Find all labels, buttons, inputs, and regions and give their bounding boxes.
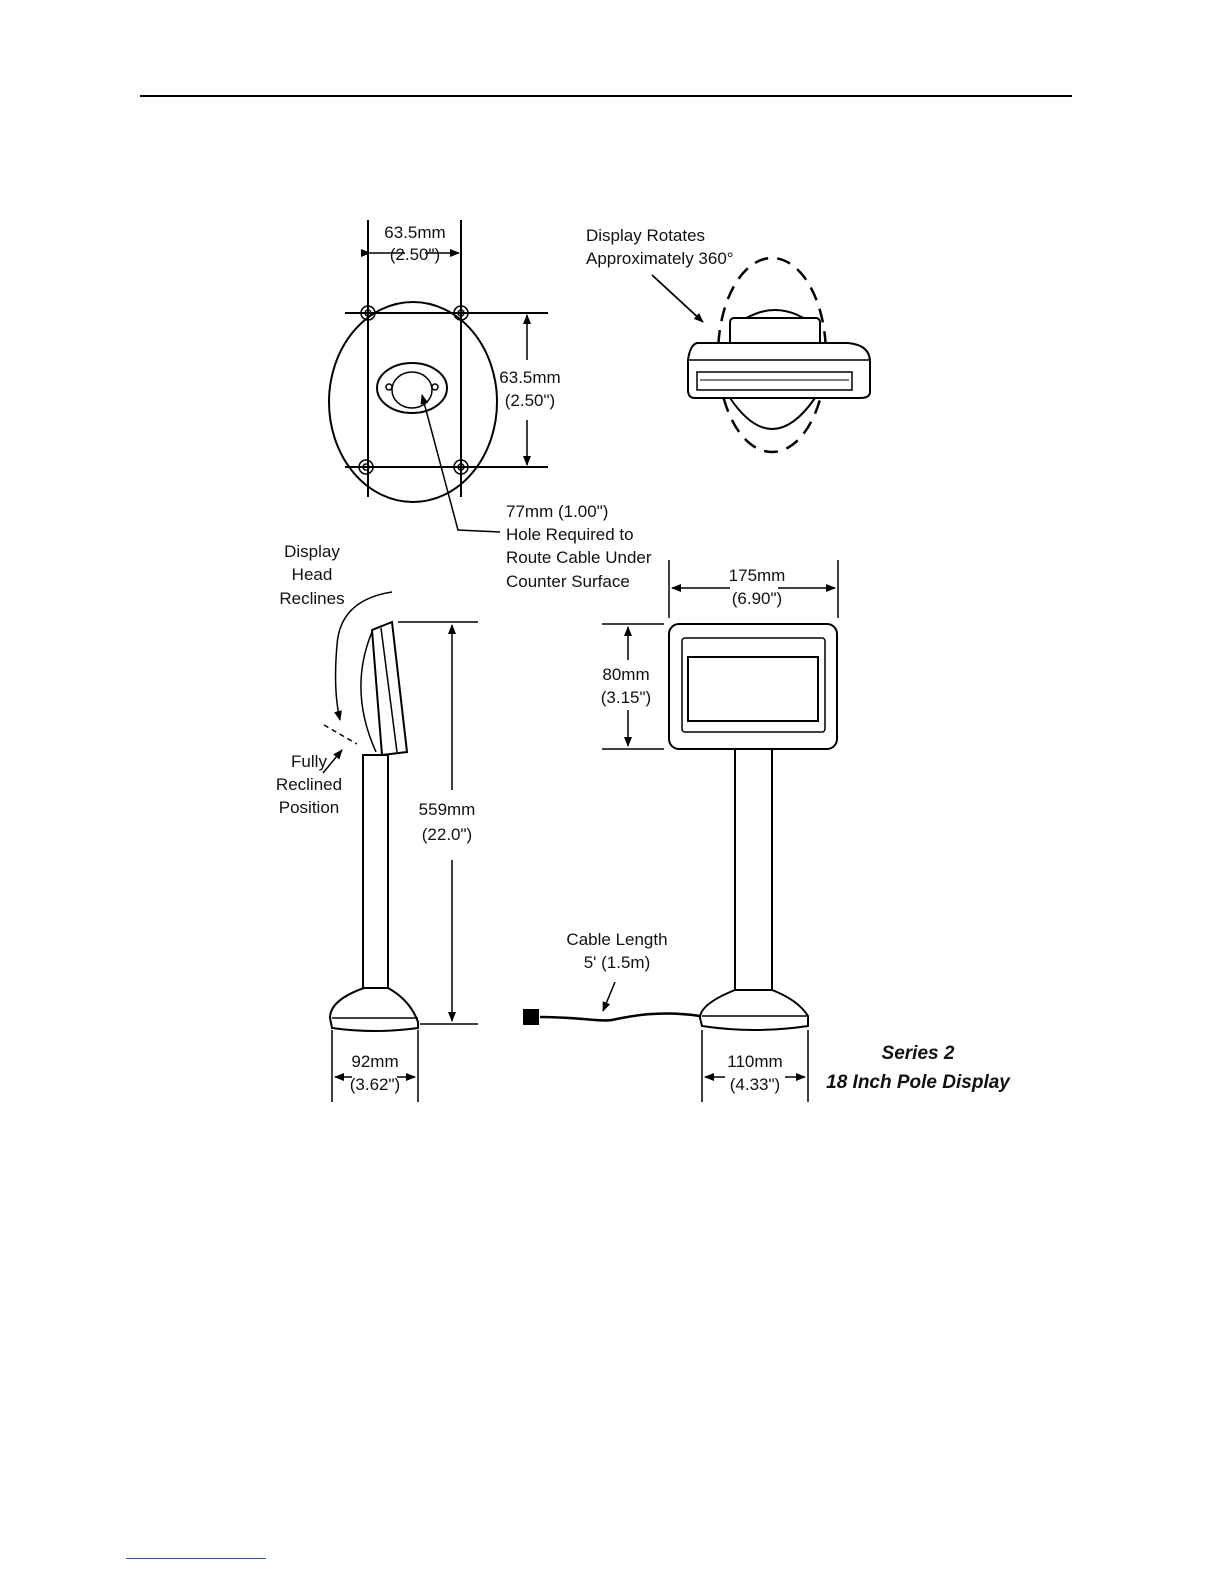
fully-note-1: Fully — [291, 752, 327, 771]
hole-note-2: Hole Required to — [506, 525, 634, 544]
top-width-in: (2.50") — [390, 245, 440, 264]
side-pole — [363, 755, 388, 990]
recline-note-1: Display — [284, 542, 340, 561]
side-height-mm: 559mm — [419, 800, 476, 819]
hole-note-4: Counter Surface — [506, 572, 630, 591]
side-base — [330, 988, 418, 1031]
front-head-in: (3.15") — [601, 688, 651, 707]
cable-connector — [524, 1010, 538, 1024]
fully-note-3: Position — [279, 798, 339, 817]
cable-note-1: Cable Length — [566, 930, 667, 949]
side-height-in: (22.0") — [422, 825, 472, 844]
hole-note-3: Route Cable Under — [506, 548, 652, 567]
footer-rule — [126, 1558, 266, 1559]
front-view — [524, 560, 838, 1102]
caption-series: Series 2 — [882, 1043, 955, 1064]
front-pole — [735, 749, 772, 990]
front-width-mm: 175mm — [729, 566, 786, 585]
rotate-view — [652, 258, 870, 452]
front-head-mm: 80mm — [602, 665, 649, 684]
top-width-mm: 63.5mm — [384, 223, 445, 242]
front-base-in: (4.33") — [730, 1075, 780, 1094]
rotate-view-labels: Display Rotates Approximately 360° — [586, 226, 734, 268]
front-width-in: (6.90") — [732, 589, 782, 608]
side-base-mm: 92mm — [351, 1052, 398, 1071]
recline-note-2: Head — [292, 565, 333, 584]
recline-note-3: Reclines — [279, 589, 344, 608]
base-outline — [329, 302, 497, 502]
hole-note-1: 77mm (1.00") — [506, 502, 608, 521]
front-base-mm: 110mm — [727, 1052, 782, 1071]
rotate-note-1: Display Rotates — [586, 226, 705, 245]
caption: Series 2 18 Inch Pole Display — [826, 1043, 1011, 1093]
cable-note-2: 5' (1.5m) — [584, 953, 651, 972]
front-base — [700, 990, 808, 1030]
side-base-in: (3.62") — [350, 1075, 400, 1094]
cable-hole — [377, 363, 447, 413]
side-view — [323, 592, 478, 1102]
top-height-mm: 63.5mm — [499, 368, 560, 387]
mounting-holes — [359, 306, 468, 474]
fully-note-2: Reclined — [276, 775, 342, 794]
top-height-in: (2.50") — [505, 391, 555, 410]
rotate-note-2: Approximately 360° — [586, 249, 734, 268]
front-display-head — [669, 624, 837, 749]
caption-product: 18 Inch Pole Display — [826, 1072, 1011, 1093]
cable — [540, 1013, 700, 1020]
